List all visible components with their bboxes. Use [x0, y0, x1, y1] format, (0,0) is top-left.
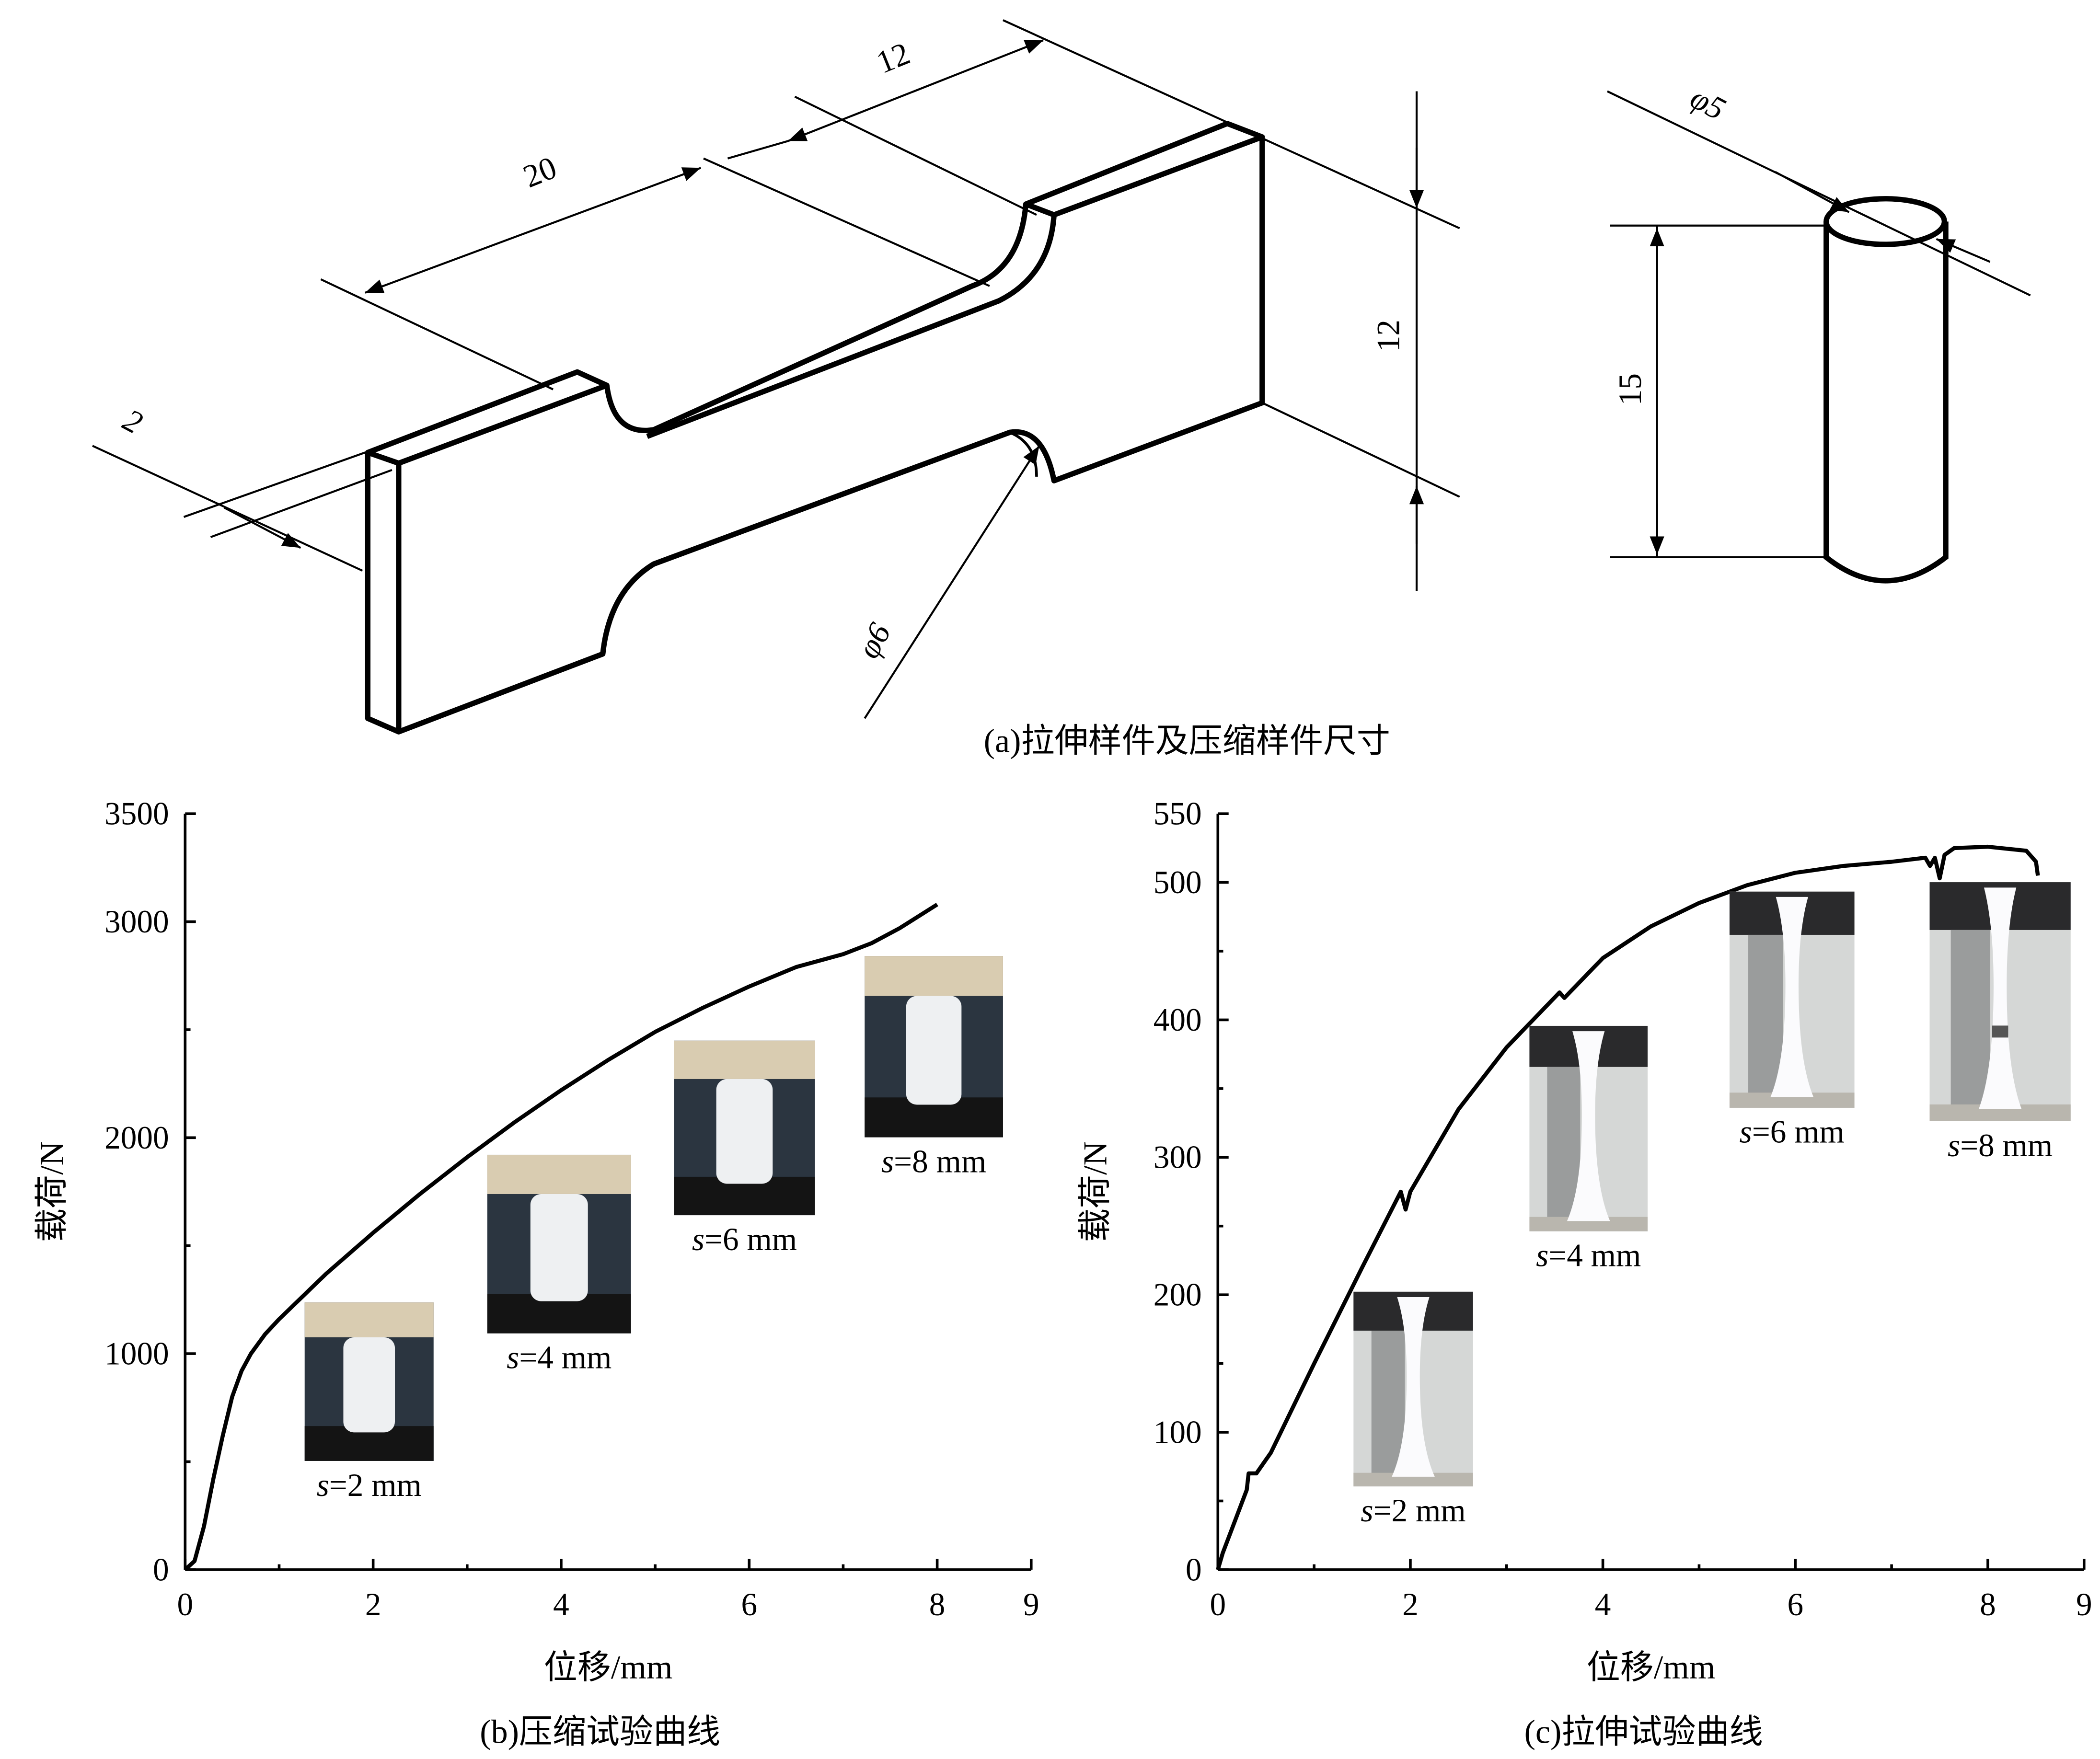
cylinder-sample [716, 1079, 773, 1184]
y-tick-label: 550 [1154, 796, 1202, 832]
y-tick-label: 0 [1186, 1552, 1202, 1587]
inset-label-value: =2 mm [329, 1467, 422, 1503]
dim-20-label: 20 [518, 149, 561, 195]
machine-column [1371, 1331, 1405, 1477]
chart-caption: (c)拉伸试验曲线 [1524, 1713, 1763, 1750]
inset-label: s=2 mm [317, 1467, 422, 1503]
inset-label: s=4 mm [1536, 1238, 1641, 1274]
inset-label: s=8 mm [881, 1143, 986, 1179]
y-axis-label: 载荷/N [34, 1141, 70, 1242]
inset-label-variable: s [1948, 1127, 1960, 1163]
inset-label-value: =4 mm [1548, 1238, 1641, 1274]
y-axis-label: 载荷/N [1077, 1141, 1114, 1242]
y-tick-label: 0 [153, 1552, 169, 1587]
inset-label: s=2 mm [1361, 1493, 1465, 1529]
inset-label-variable: s [1361, 1493, 1373, 1529]
inset-label-value: =6 mm [1752, 1114, 1845, 1150]
inset-label-value: =6 mm [704, 1221, 797, 1257]
machine-column [1950, 930, 1991, 1109]
tensile-specimen-drawing [365, 121, 1265, 735]
cylinder-sample [343, 1337, 395, 1433]
x-tick-label: 8 [1980, 1587, 1996, 1622]
inset-label: s=4 mm [507, 1340, 612, 1376]
tensile-sample [1392, 1297, 1435, 1477]
compression-cylinder-drawing: 15 φ5 [1607, 80, 2031, 584]
inset-photo [674, 1040, 815, 1216]
inset-label-variable: s [1740, 1114, 1752, 1150]
dim-phi6-label: φ6 [850, 617, 898, 664]
upper-platen [487, 1154, 631, 1194]
data-line [184, 903, 938, 1571]
inset-label: s=8 mm [1948, 1127, 2053, 1163]
dim-15-label: 15 [1612, 373, 1648, 405]
x-axis-label: 位移/mm [1587, 1649, 1716, 1686]
x-tick-label: 4 [1595, 1587, 1611, 1622]
x-tick-label: 8 [929, 1587, 946, 1622]
inset-photo [487, 1154, 631, 1334]
caption-a: (a)拉伸样件及压缩样件尺寸 [984, 723, 1390, 759]
inset-label-value: =2 mm [1373, 1493, 1466, 1529]
x-tick-label: 0 [1210, 1587, 1226, 1622]
inset-label-value: =4 mm [519, 1340, 612, 1376]
x-tick-label: 4 [553, 1587, 569, 1622]
y-tick-label: 300 [1154, 1139, 1202, 1175]
cylinder-sample [530, 1194, 588, 1301]
dim-12-top-label: 12 [871, 35, 914, 80]
upper-platen [865, 956, 1003, 996]
y-tick-label: 400 [1154, 1002, 1202, 1038]
x-tick-label: 6 [1787, 1587, 1803, 1622]
inset-label: s=6 mm [692, 1221, 797, 1257]
machine-column [1547, 1067, 1581, 1221]
inset-label-variable: s [881, 1143, 894, 1179]
tensile-sample [1567, 1031, 1610, 1221]
y-tick-label: 3500 [104, 796, 169, 832]
tensile-sample [1770, 897, 1814, 1097]
inset-label-variable: s [692, 1221, 704, 1257]
y-tick-label: 1000 [104, 1336, 169, 1372]
inset-photo [304, 1302, 434, 1461]
chart-caption: (b)压缩试验曲线 [480, 1713, 720, 1750]
tensile-sample [1978, 887, 2022, 1109]
x-tick-label: 9 [2076, 1587, 2092, 1622]
y-tick-label: 3000 [104, 904, 169, 940]
inset-photo [865, 956, 1003, 1138]
dim-2-label: 2 [117, 402, 149, 441]
data-line [1216, 844, 2040, 1571]
y-tick-label: 200 [1154, 1277, 1202, 1313]
dim-12-height-label: 12 [1371, 320, 1407, 352]
tension-chart: 0 2 4 6 8 9 0 100 200 300 400 500 550 位移/mm 载荷/N (c)拉伸试… [1077, 796, 2092, 1751]
compression-chart: 0 2 4 6 8 9 0 1000 2000 3000 3500 位移/mm 载荷/N (b)压缩试验曲… [34, 796, 1039, 1751]
dimension-lines: 20 12 12 2 φ6 [92, 19, 1460, 719]
inset-label-variable: s [317, 1467, 329, 1503]
machine-column [1748, 934, 1784, 1097]
inset-photo [1529, 1025, 1648, 1231]
fracture-gap [1992, 1025, 2008, 1038]
x-tick-label: 6 [741, 1587, 757, 1622]
inset-photo [1729, 891, 1855, 1108]
y-tick-label: 100 [1154, 1414, 1202, 1450]
x-tick-label: 0 [177, 1587, 194, 1622]
inset-photo [1353, 1291, 1473, 1487]
upper-platen [674, 1040, 815, 1079]
inset-photo [1929, 882, 2071, 1121]
dim-phi5-label: φ5 [1685, 80, 1731, 127]
inset-label-variable: s [1536, 1238, 1548, 1274]
inset-label-variable: s [507, 1340, 519, 1376]
inset-label: s=6 mm [1740, 1114, 1845, 1150]
upper-platen [304, 1302, 434, 1337]
inset-label-value: =8 mm [1960, 1127, 2053, 1163]
y-tick-label: 500 [1154, 864, 1202, 900]
x-tick-label: 2 [1402, 1587, 1419, 1622]
x-axis-label: 位移/mm [544, 1649, 673, 1686]
inset-label-value: =8 mm [894, 1143, 986, 1179]
cylinder-sample [906, 996, 962, 1105]
y-tick-label: 2000 [104, 1120, 169, 1156]
x-tick-label: 9 [1023, 1587, 1039, 1622]
x-tick-label: 2 [365, 1587, 381, 1622]
